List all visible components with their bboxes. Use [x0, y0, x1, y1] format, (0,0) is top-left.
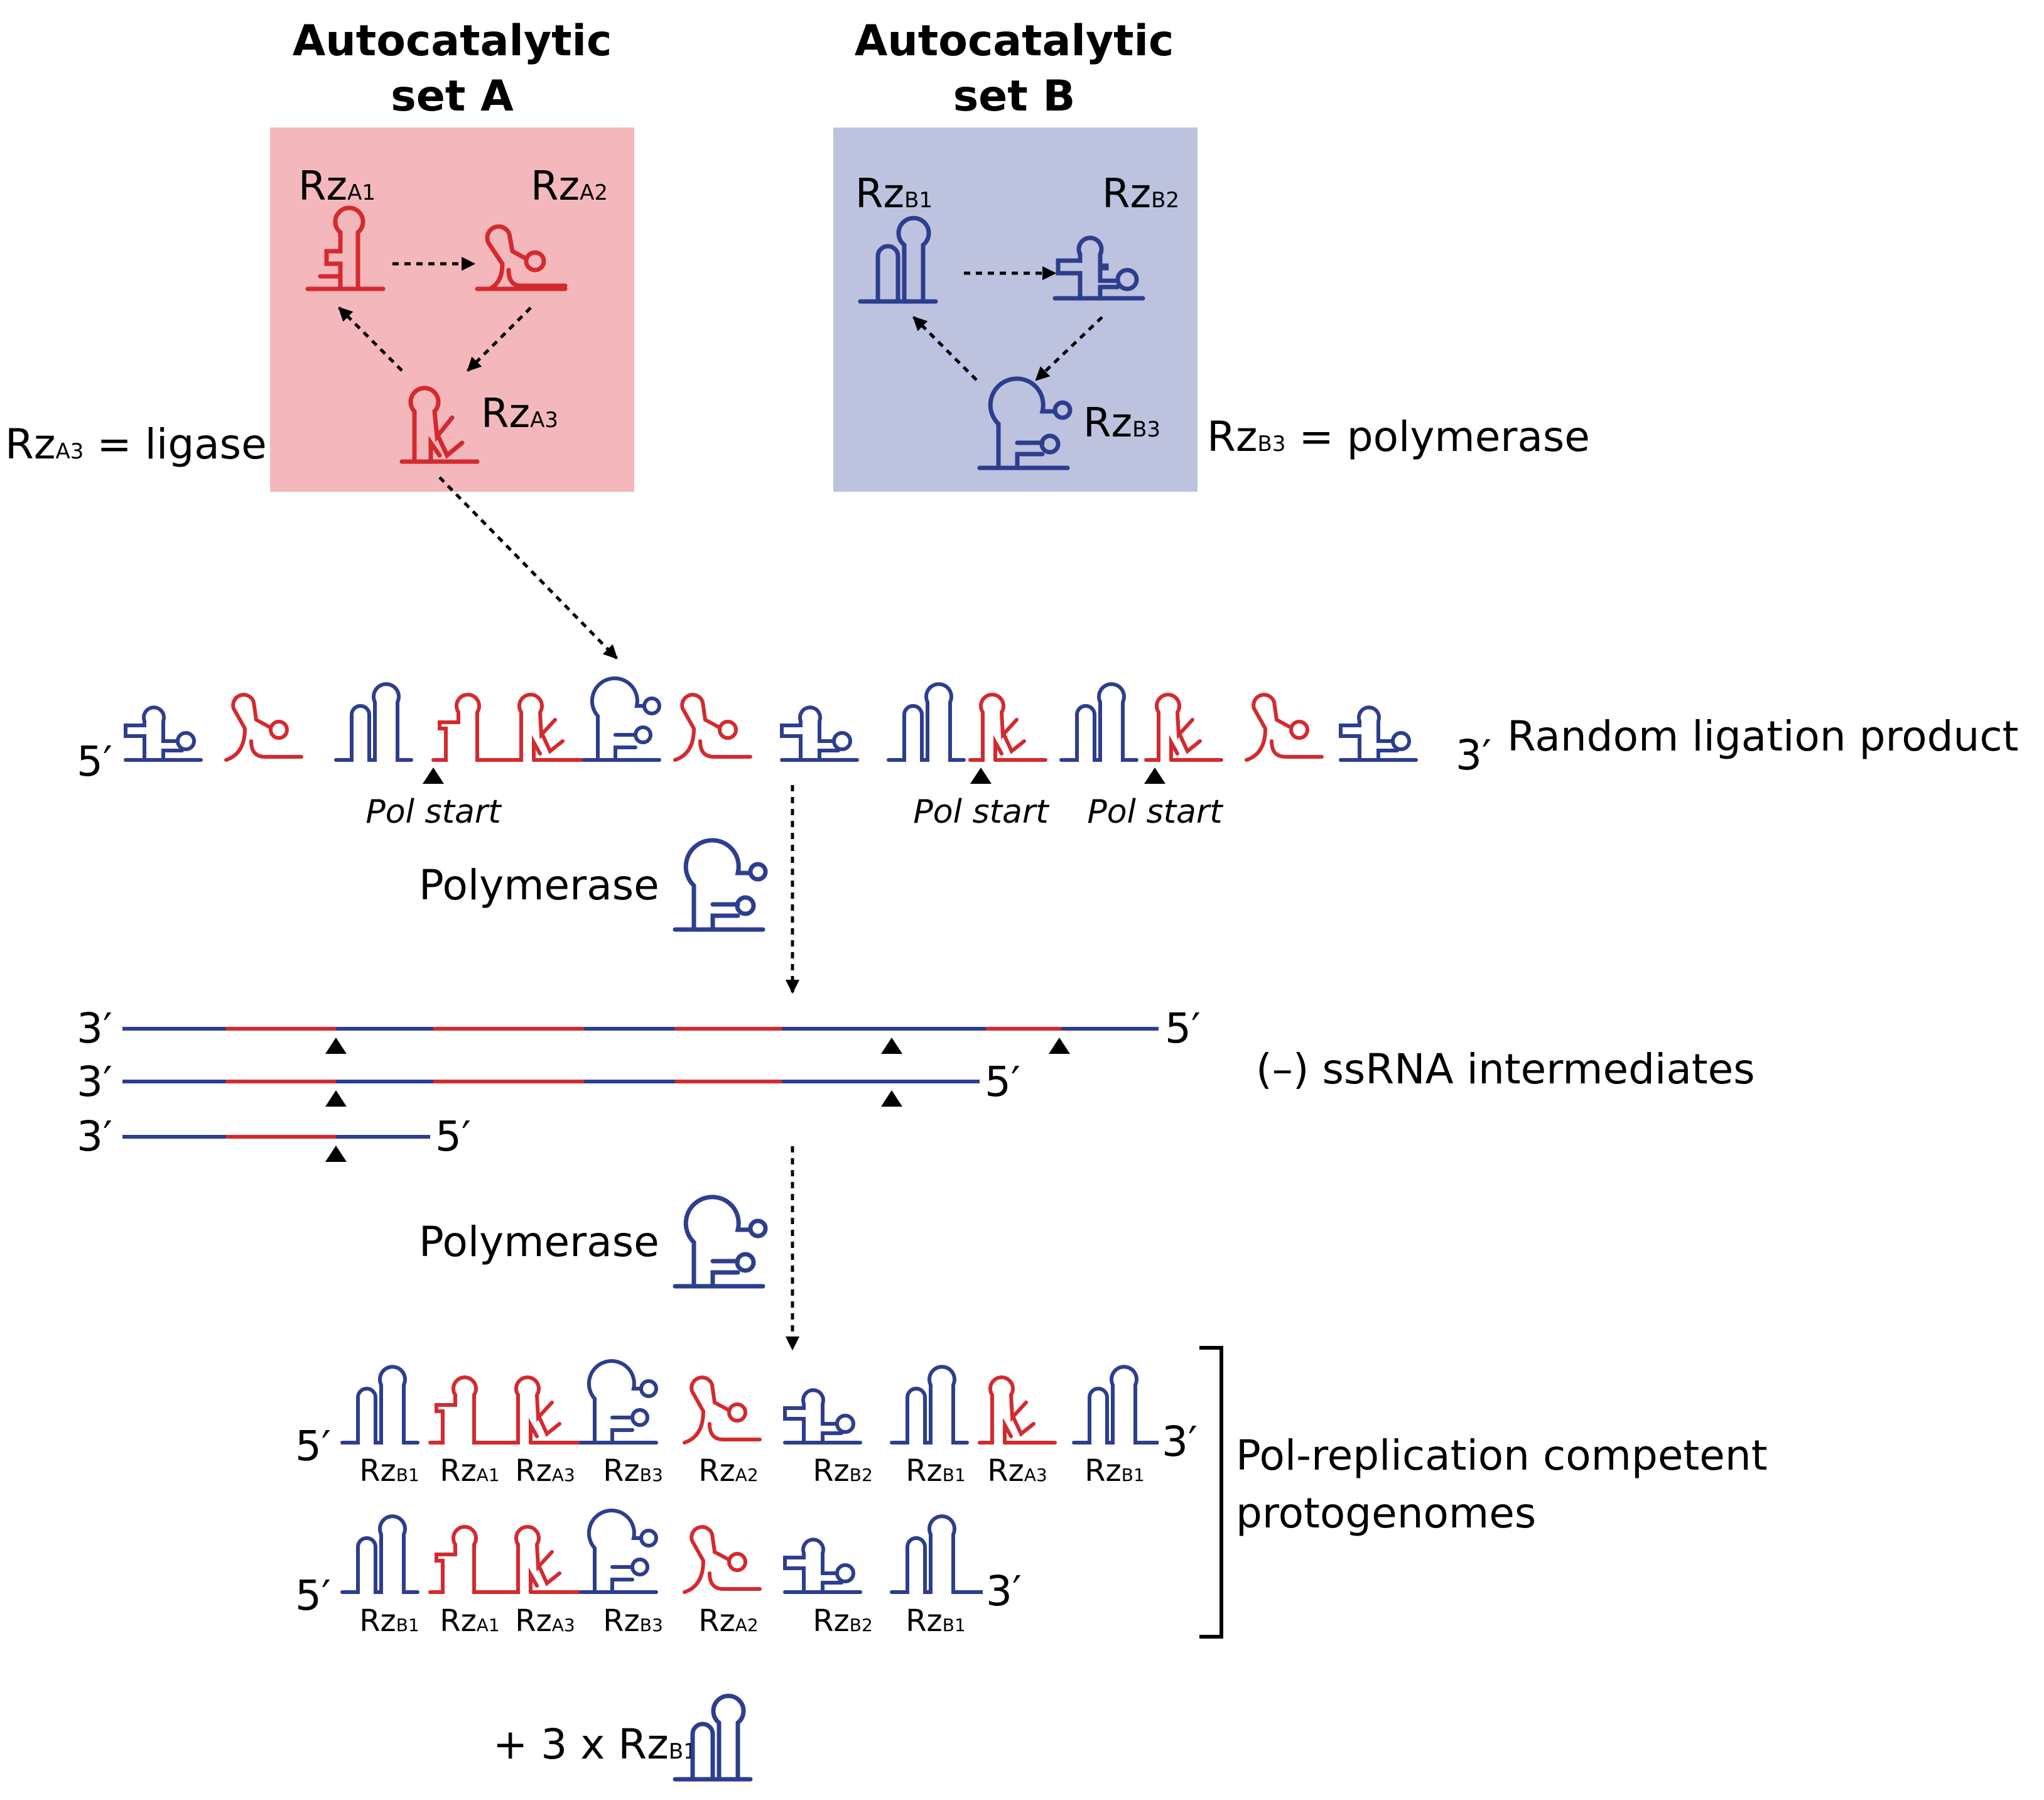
genome1-5prime: 5′	[295, 1422, 331, 1470]
intermediate-1-3prime: 3′	[77, 1004, 112, 1053]
rz-b2-label: RzB2	[1102, 171, 1179, 217]
set-b-box	[833, 127, 1198, 492]
pol-start-marker-3	[1144, 767, 1165, 784]
intermediate-3-5prime: 5′	[435, 1112, 471, 1161]
set-a-box	[270, 127, 634, 492]
set-a-title-line2: set A	[391, 72, 514, 121]
genome2-label-4: RzB3	[603, 1603, 663, 1639]
random-ligation-product: 5′ 3′ Random ligation product Pol start …	[77, 678, 2019, 831]
genome2-label-2: RzA1	[440, 1603, 500, 1639]
genome1-label-5: RzA2	[698, 1453, 759, 1488]
byproduct: + 3 x RzB1	[493, 1696, 750, 1779]
arrow-b2-b3	[1035, 316, 1103, 381]
genome1-label-8: RzA3	[987, 1453, 1047, 1488]
protogenome-bracket	[1199, 1346, 1223, 1639]
arrow-b3-b1	[912, 316, 978, 381]
polymerase-label-1: Polymerase	[419, 861, 659, 909]
byproduct-label: + 3 x RzB1	[493, 1720, 697, 1769]
genome1-label-7: RzB1	[906, 1453, 966, 1488]
intermediate-3-3prime: 3′	[77, 1112, 112, 1161]
ligation-label: Random ligation product	[1507, 712, 2019, 761]
genome1-label-2: RzA1	[440, 1453, 500, 1488]
set-a-group: Autocatalytic set A RzA1 RzA2 RzA3 RzA3 …	[5, 16, 634, 492]
ligation-3prime: 3′	[1456, 731, 1491, 779]
genome1-label-1: RzB1	[359, 1453, 419, 1488]
set-a-role: RzA3 = ligase	[5, 420, 267, 469]
arrow-a2-a3	[467, 306, 532, 372]
intermediate-2-3prime: 3′	[77, 1058, 112, 1106]
genome2-label-3: RzA3	[515, 1603, 575, 1639]
pol-start-label-1: Pol start	[365, 793, 502, 831]
protogenomes-label-line1: Pol-replication competent	[1236, 1431, 1768, 1480]
rz-a1-label: RzA1	[298, 163, 376, 210]
genome2-labels: RzB1 RzA1 RzA3 RzB3 RzA2 RzB2 RzB1	[359, 1603, 966, 1639]
genome1-label-6: RzB2	[813, 1453, 873, 1488]
pol-start-marker-1	[423, 767, 444, 784]
pol-start-label-2: Pol start	[913, 793, 1049, 831]
polymerase-glyph-2	[675, 1197, 765, 1286]
genome1-label-4: RzB3	[603, 1453, 663, 1488]
ligase-arrow	[438, 476, 618, 659]
genome1-label-3: RzA3	[515, 1453, 575, 1488]
set-a-title-line1: Autocatalytic	[293, 16, 612, 66]
rz-a2-label: RzA2	[531, 163, 608, 210]
genome2-label-1: RzB1	[359, 1603, 419, 1639]
intermediate-1-5prime: 5′	[1165, 1004, 1201, 1053]
genome1-3prime: 3′	[1162, 1418, 1198, 1466]
genome2-label-6: RzB2	[813, 1603, 873, 1639]
intermediate-2-5prime: 5′	[985, 1058, 1020, 1106]
set-b-role: RzB3 = polymerase	[1207, 413, 1590, 461]
genome2-3prime: 3′	[986, 1567, 1022, 1615]
rz-b1-label: RzB1	[855, 171, 933, 217]
genome2-strand	[342, 1510, 983, 1594]
rz-b1-byproduct-glyph	[675, 1696, 750, 1779]
rz-a3-label: RzA3	[481, 391, 558, 437]
genome1-labels: RzB1 RzA1 RzA3 RzB3 RzA2 RzB2 RzB1 RzA3 …	[359, 1453, 1145, 1488]
intermediates-label: (–) ssRNA intermediates	[1256, 1045, 1755, 1093]
ssrna-intermediates: 3′ 5′ 3′ 5′ 3′ 5′ (–) ssRNA intermediate…	[77, 1004, 1755, 1162]
set-b-title-line1: Autocatalytic	[855, 16, 1174, 66]
pol-start-marker-2	[970, 767, 992, 784]
protogenomes: 5′ 3′ RzB1 RzA1 RzA3 RzB3 RzA2 RzB2 RzB1…	[295, 1346, 1768, 1639]
ligation-5prime: 5′	[77, 737, 112, 786]
rz-b3-label: RzB3	[1083, 400, 1160, 447]
polymerase-glyph-1	[675, 840, 765, 930]
pol-start-label-3: Pol start	[1087, 793, 1223, 831]
arrow-a3-a1	[338, 306, 403, 372]
genome2-label-5: RzA2	[698, 1603, 759, 1639]
set-b-group: Autocatalytic set B RzB1 RzB2 RzB3 RzB3 …	[833, 16, 1590, 492]
protogenomes-label-line2: protogenomes	[1236, 1489, 1536, 1537]
ligation-strand	[126, 678, 1416, 760]
genome1-label-9: RzB1	[1084, 1453, 1145, 1488]
set-b-title-line2: set B	[953, 72, 1076, 121]
genome2-label-7: RzB1	[906, 1603, 966, 1639]
genome1-strand	[342, 1361, 1159, 1445]
polymerase-label-2: Polymerase	[419, 1218, 659, 1266]
genome2-5prime: 5′	[295, 1571, 331, 1620]
